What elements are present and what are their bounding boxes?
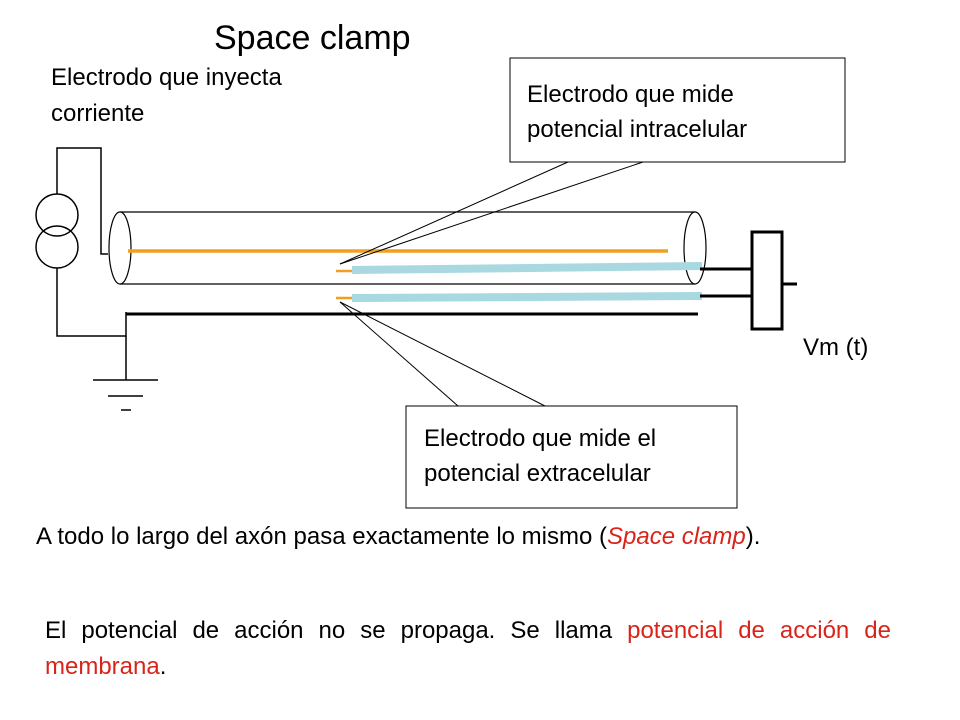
paragraph1-text-after: ). bbox=[745, 523, 761, 550]
injector-label-line1: Electrodo que inyecta bbox=[51, 64, 282, 91]
action-potential-paragraph: El potencial de acción no se propaga. Se… bbox=[45, 613, 891, 685]
extracellular-callout-box bbox=[405, 405, 738, 509]
intracellular-pointer-2 bbox=[339, 161, 644, 265]
paragraph2-text-before: El potencial de acción no se propaga. Se… bbox=[45, 617, 628, 644]
intracellular-callout-box bbox=[509, 57, 846, 163]
page-title: Space clamp bbox=[214, 19, 411, 57]
extracellular-label-line1: Electrodo que mide el bbox=[424, 425, 657, 452]
amplifier-box bbox=[750, 230, 784, 331]
injector-label-line2: corriente bbox=[51, 100, 145, 127]
paragraph1-text-before: A todo lo largo del axón pasa exactament… bbox=[36, 523, 607, 550]
source-wire-top bbox=[56, 147, 108, 255]
paragraph1-highlight: Space clamp bbox=[606, 523, 746, 550]
extracellular-pointer-1 bbox=[339, 301, 459, 407]
paragraph2-highlight: potencial de acción de membrana bbox=[45, 617, 891, 680]
intracellular-electrode bbox=[351, 262, 703, 274]
current-source-lower-circle bbox=[35, 225, 79, 269]
extracellular-label-line2: potencial extracelular bbox=[424, 460, 651, 487]
vm-label: Vm (t) bbox=[803, 334, 869, 361]
space-clamp-paragraph: A todo lo largo del axón pasa exactament… bbox=[36, 519, 887, 555]
extracellular-electrode bbox=[351, 292, 703, 302]
axon-right-end bbox=[683, 211, 707, 285]
current-source-upper-circle bbox=[35, 193, 79, 237]
intracellular-pointer-1 bbox=[339, 161, 569, 265]
paragraph2-text-after: . bbox=[159, 653, 167, 680]
extracellular-pointer-2 bbox=[339, 301, 546, 407]
axon-left-end bbox=[108, 211, 132, 285]
intracellular-label-line2: potencial intracelular bbox=[527, 116, 748, 143]
intracellular-label-line1: Electrodo que mide bbox=[527, 81, 734, 108]
source-wire-bottom bbox=[56, 268, 127, 337]
